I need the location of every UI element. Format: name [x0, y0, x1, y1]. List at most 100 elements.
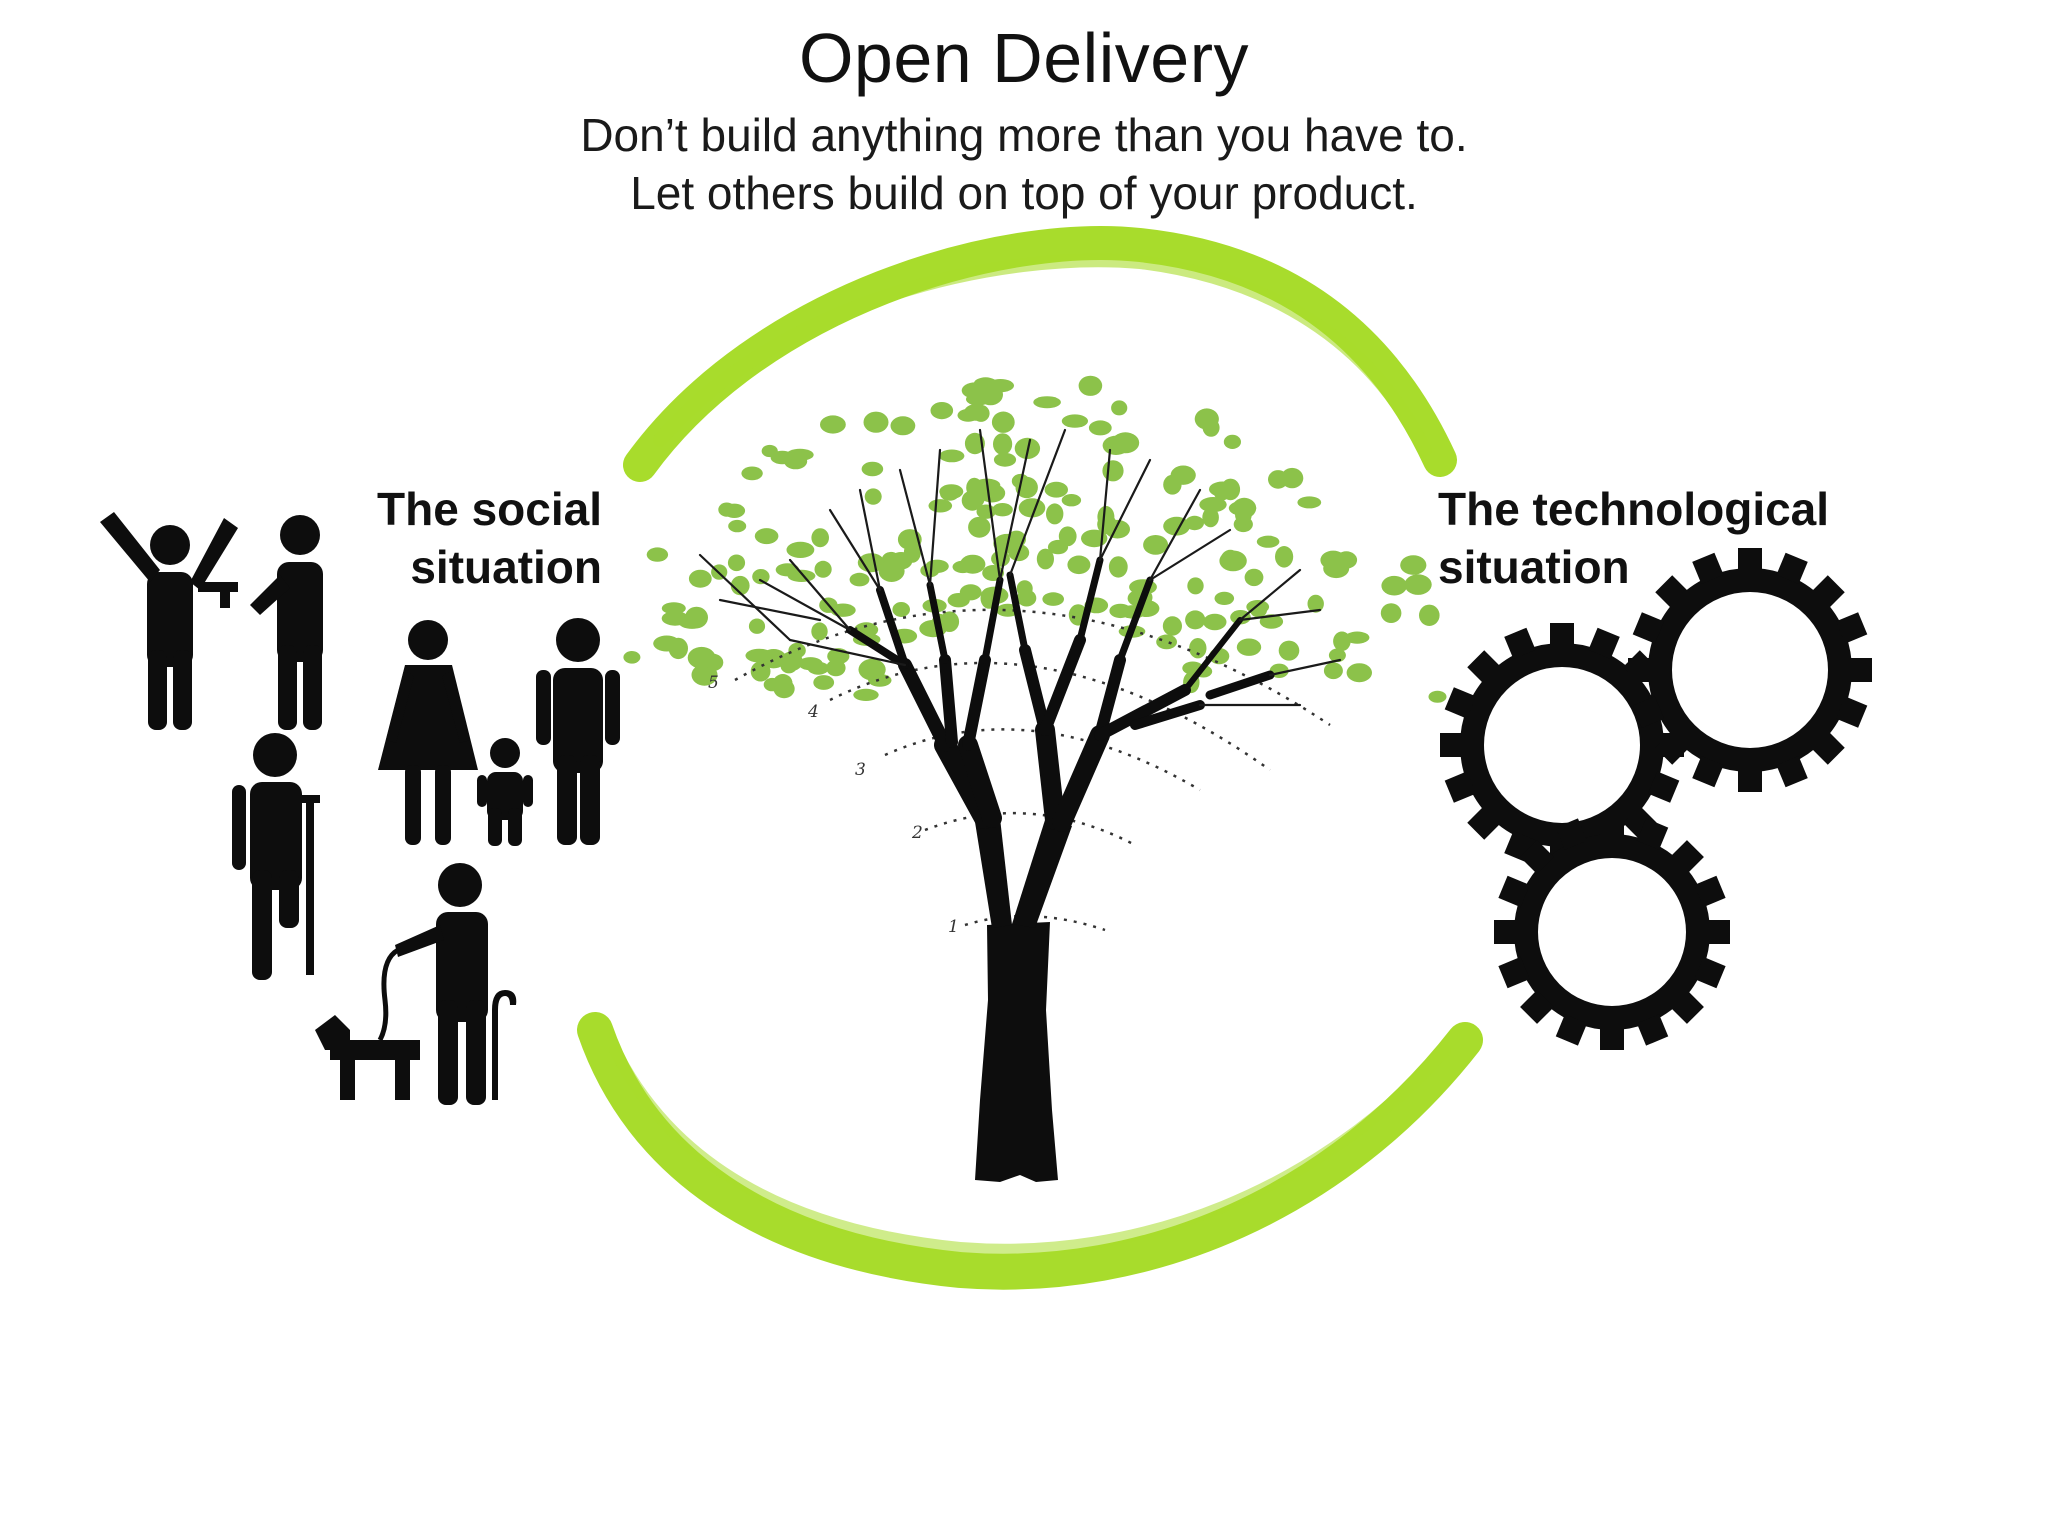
gear-ring: [1460, 643, 1664, 847]
ring-top-arc-texture: [653, 253, 1432, 457]
gear-tooth: [1498, 875, 1530, 908]
leaf: [991, 550, 1010, 567]
leaf: [939, 449, 965, 463]
social-label-line-2: situation: [410, 541, 602, 593]
twig: [718, 598, 822, 622]
branch: [962, 654, 991, 751]
leaf: [992, 503, 1013, 517]
leaf: [685, 606, 708, 629]
gear-tooth: [1632, 612, 1665, 644]
gear-tooth: [1776, 552, 1808, 585]
leaf: [1078, 375, 1103, 396]
leaf: [857, 553, 885, 573]
people-icon-group: [100, 512, 620, 1105]
leaf: [786, 448, 814, 461]
leaf: [1016, 580, 1033, 597]
leaf: [760, 649, 787, 669]
page-title: Open Delivery: [798, 19, 1249, 97]
gear-tooth: [1835, 696, 1868, 728]
gear-tooth: [1706, 920, 1730, 944]
leaf: [960, 554, 986, 574]
twig: [788, 558, 852, 632]
social-label-line-1: The social: [377, 483, 602, 535]
leaf: [1061, 494, 1082, 507]
leaf: [813, 675, 835, 690]
tree-level-1: 1: [948, 917, 959, 937]
gear-tooth: [1444, 771, 1477, 803]
gear-tooth: [1504, 627, 1536, 660]
leaf: [741, 466, 763, 481]
twig: [828, 508, 882, 592]
gear-tooth: [1467, 805, 1502, 840]
twig: [698, 553, 792, 642]
gear-tooth: [1632, 696, 1665, 728]
child-icon: [477, 738, 533, 846]
tree-illustration: 1 2 3 4 5: [623, 375, 1447, 1182]
level-arc-2: [924, 811, 1136, 847]
branch: [846, 626, 909, 669]
leaf: [820, 415, 846, 434]
gear-tooth: [1636, 1014, 1669, 1046]
leaf: [966, 477, 983, 498]
gear-tooth: [1498, 956, 1530, 989]
branch: [1130, 700, 1205, 730]
leaf: [646, 547, 669, 562]
twig: [1238, 568, 1302, 622]
man-icon: [536, 618, 620, 845]
gear-tooth: [1555, 1014, 1588, 1046]
twig: [928, 448, 942, 587]
leaf: [798, 657, 823, 671]
gear-tooth: [1588, 627, 1620, 660]
leaf: [688, 569, 712, 588]
branch: [1116, 576, 1154, 664]
leaf: [863, 411, 889, 433]
gear-tooth: [1600, 1026, 1624, 1050]
leaf: [773, 674, 793, 693]
person-walking-dog-icon: [315, 863, 517, 1105]
ring-bottom-arc-texture: [609, 1044, 1451, 1256]
gear-tooth: [1835, 612, 1868, 644]
gears-icon-group: [1440, 548, 1872, 1050]
gear-tooth: [1494, 920, 1518, 944]
leaf: [661, 602, 686, 615]
leaf: [928, 499, 953, 513]
tech-label-line-1: The technological: [1438, 483, 1830, 535]
leaf: [1328, 648, 1346, 663]
gear-tooth: [1738, 768, 1762, 792]
twig: [788, 638, 907, 667]
gear-tooth: [1444, 687, 1477, 719]
twig: [978, 428, 1002, 582]
leaf: [964, 432, 985, 455]
branch: [898, 658, 952, 752]
leaf: [1275, 546, 1294, 568]
branch: [926, 581, 949, 664]
leaf: [1209, 481, 1236, 497]
leaf: [1170, 465, 1196, 485]
gear-tooth: [1692, 755, 1724, 788]
leaf: [1018, 498, 1046, 518]
leaf: [849, 572, 870, 587]
social-situation-label: The social situation: [330, 480, 602, 596]
leaf: [1307, 594, 1324, 613]
leaf: [1033, 396, 1061, 409]
gear-tooth: [1467, 650, 1502, 685]
leaf: [1202, 507, 1219, 528]
gear-tooth: [1655, 575, 1690, 610]
gear-tooth: [1692, 552, 1724, 585]
twig: [1008, 428, 1067, 577]
leaf: [1044, 481, 1069, 498]
twig: [1238, 608, 1322, 622]
gear-icon-top-right: [1628, 548, 1872, 792]
twig: [998, 438, 1032, 582]
gear-tooth: [1628, 658, 1652, 682]
leaf: [1320, 550, 1346, 570]
gear-tooth: [1636, 818, 1669, 850]
leaf: [1236, 638, 1262, 656]
leaf: [1036, 548, 1054, 570]
gear-tooth: [1848, 658, 1872, 682]
leaf: [890, 416, 916, 436]
leaf: [1428, 690, 1447, 703]
leaf: [750, 661, 771, 682]
tree-trunk: [975, 922, 1058, 1182]
leaf: [687, 646, 716, 669]
